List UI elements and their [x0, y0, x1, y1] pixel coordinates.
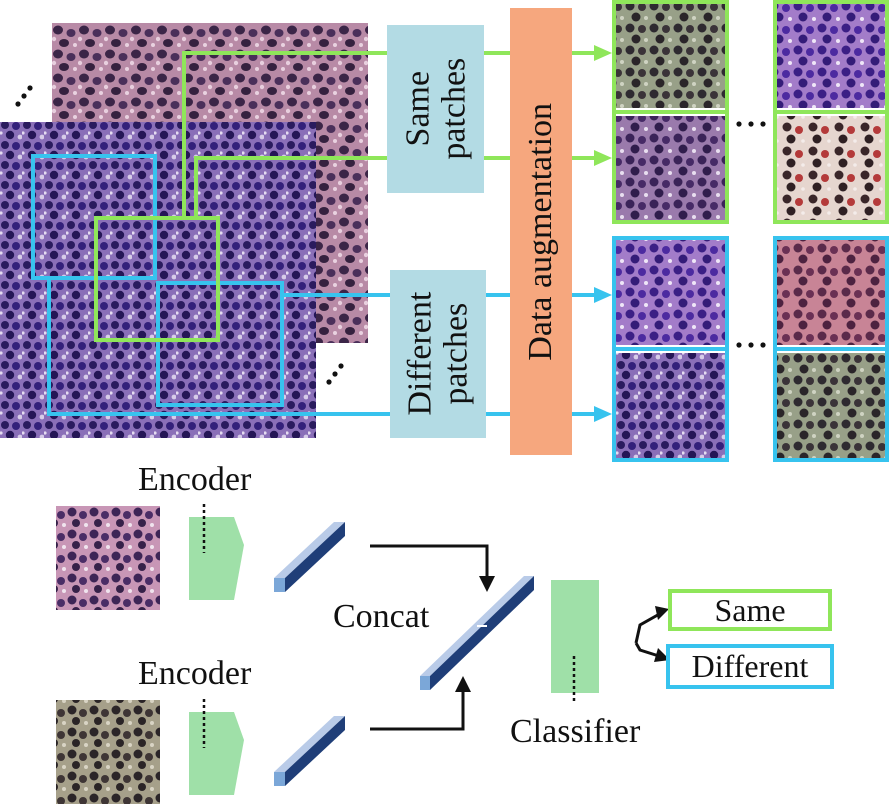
encoder-top-shape: [189, 504, 244, 600]
augmented-patch: [616, 116, 725, 220]
connector-arrowheads: [594, 45, 612, 422]
output-different-label: Different: [691, 648, 809, 684]
different-patches-line-2: patches: [437, 303, 475, 405]
source-images: [0, 23, 368, 438]
augmented-different-column-right: [773, 236, 889, 462]
output-different-box: Different: [666, 644, 834, 689]
augmented-same-column-right: [773, 0, 889, 224]
feature-vector-bottom: [274, 716, 345, 786]
patch-boxes: [31, 154, 284, 407]
different-patches-box: [390, 270, 486, 438]
augmented-patch: [616, 353, 725, 458]
arrow-down-icon: [479, 576, 495, 592]
concat-arrows: [370, 544, 489, 731]
augmented-different-column-left: [612, 236, 729, 462]
augmented-same-column-left: [612, 0, 729, 224]
augmented-patch: [777, 353, 885, 458]
concat-label: Concat: [333, 598, 430, 635]
arrow-up-right-icon: [655, 606, 669, 620]
encoder-bottom-label: Encoder: [138, 655, 252, 692]
input-patch-bottom: [56, 700, 160, 804]
concat-vector: [420, 576, 534, 690]
different-patches-line-1: Different: [401, 292, 439, 416]
same-patch-box: [94, 216, 220, 342]
different-patches-label: Different patches: [390, 270, 486, 438]
augmented-patch: [777, 116, 885, 220]
output-same-label: Same: [714, 591, 786, 628]
ellipsis-front-icon: [326, 363, 344, 385]
same-patches-label: Same patches: [387, 25, 484, 193]
arrow-right-icon: [594, 45, 612, 61]
augmented-patch: [777, 240, 885, 345]
same-patches-line-2: patches: [434, 58, 472, 160]
output-arrows: [634, 610, 664, 659]
encoder-bottom-shape: [189, 699, 244, 795]
data-augmentation-label: Data augmentation: [522, 102, 560, 361]
ellipsis-back-icon: [15, 85, 33, 107]
output-same-box: Same: [668, 589, 832, 631]
ellipsis-rows-icon: [736, 121, 766, 348]
classifier-label: Classifier: [510, 713, 641, 750]
data-augmentation-box: [510, 8, 572, 455]
same-patches-line-1: Same: [398, 71, 436, 147]
arrow-right-icon: [594, 287, 612, 303]
classifier-shape: [551, 580, 599, 704]
augmented-patch: [616, 240, 725, 345]
input-patch-top: [56, 506, 160, 610]
encoder-top-label: Encoder: [138, 461, 252, 498]
arrow-right-icon: [594, 406, 612, 422]
feature-vector-top: [274, 522, 345, 592]
same-patches-box: [387, 25, 484, 193]
augmented-patch: [616, 4, 725, 108]
arrow-right-icon: [594, 150, 612, 166]
arrow-up-icon: [455, 676, 471, 692]
augmented-patch: [777, 4, 885, 108]
